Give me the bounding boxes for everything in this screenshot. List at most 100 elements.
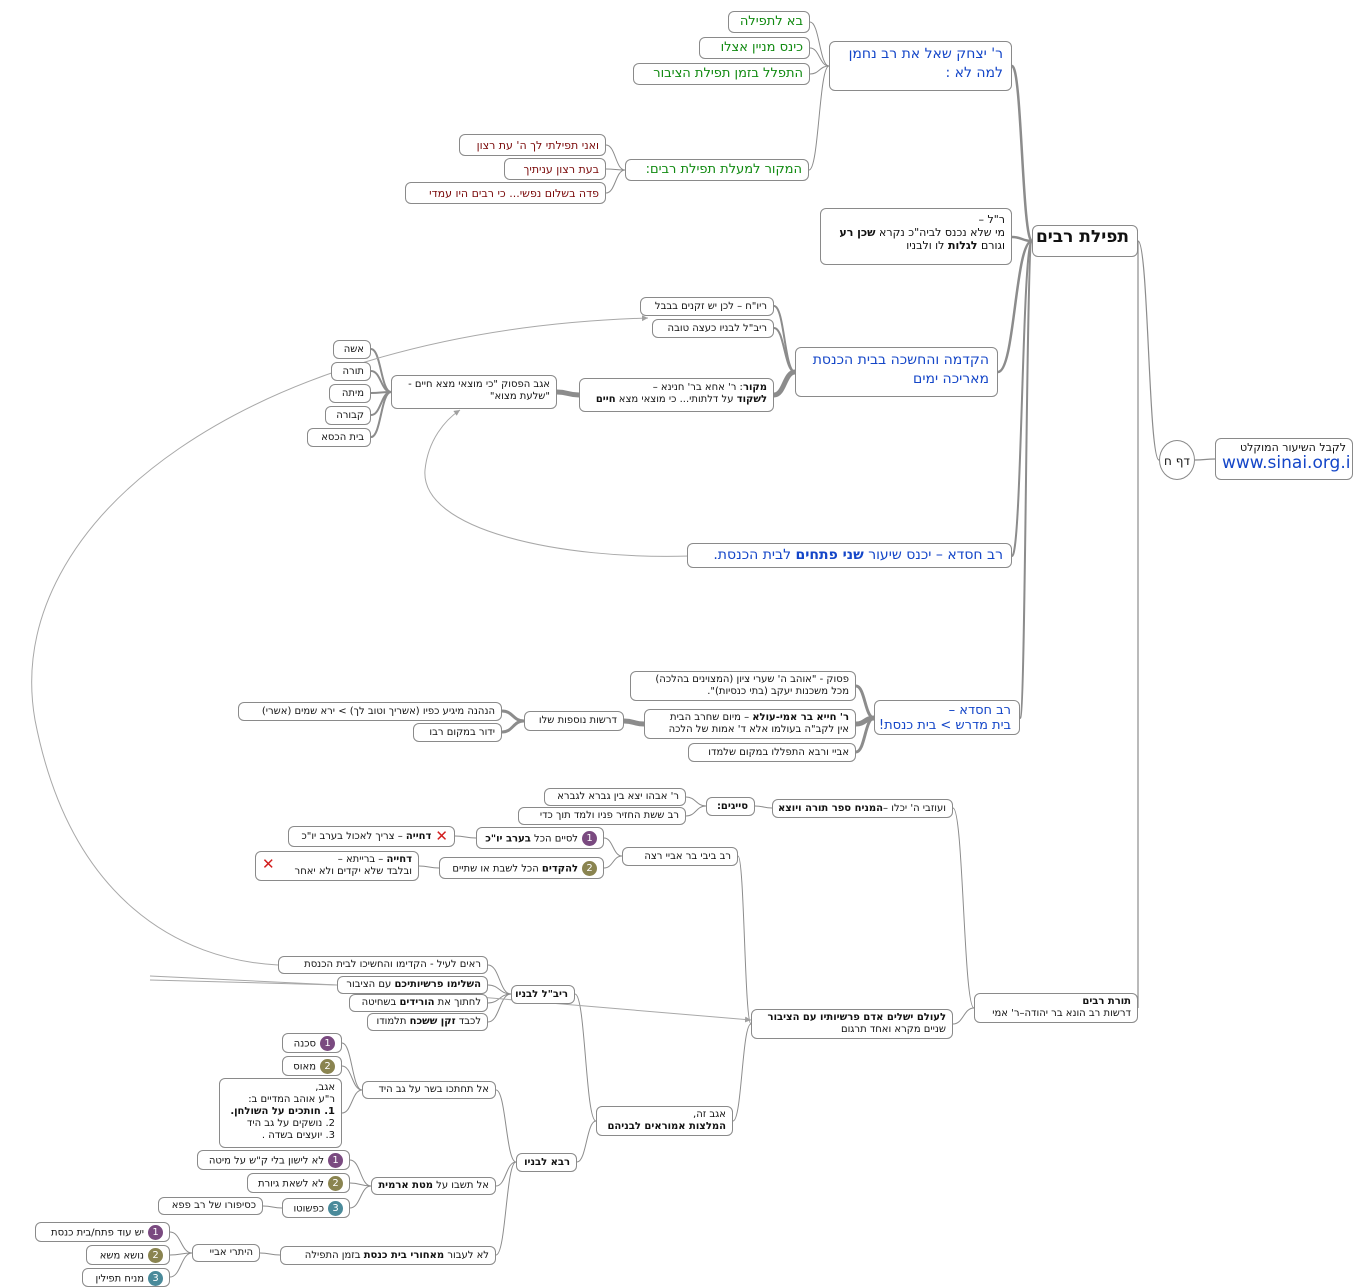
- website-link[interactable]: www.sinai.org.il: [1222, 453, 1353, 473]
- syagim-node[interactable]: סייגים:: [706, 797, 755, 816]
- yitzchak-child-2[interactable]: כינס מניין אצלו: [699, 37, 810, 59]
- note-node[interactable]: אגב, ר"ע אוהב המדיים ב: 1. חותכים על השו…: [219, 1078, 342, 1148]
- sipur-node[interactable]: כסיפורו של רב פפא: [158, 1197, 263, 1215]
- rav-chisda-beitmidrash-node[interactable]: רב חסדא –בית מדרש > בית כנסת!: [874, 700, 1020, 735]
- number-one-icon-3: 1: [328, 1153, 343, 1168]
- hakdim-node[interactable]: 2להקדים הכל לשבת או שתיים: [439, 857, 604, 879]
- basar-node[interactable]: אל תחתכו בשר על גב היד: [362, 1081, 496, 1099]
- connector-51: [341, 1065, 363, 1091]
- basar-child-2[interactable]: 2מאוס: [282, 1056, 342, 1076]
- mita-child-1[interactable]: 1לא לישון בלי ק"ש על מיטה: [197, 1150, 350, 1170]
- connector-10: [809, 65, 830, 75]
- connector-56: [262, 1205, 283, 1209]
- heteiri-child-1[interactable]: 1יש עוד פתח/בית כנסת: [35, 1222, 170, 1242]
- laavor-node[interactable]: לא לעבור מאחורי בית כנסת בזמן התפילה: [280, 1246, 496, 1265]
- connector-42: [576, 1120, 597, 1163]
- connector-39: [454, 835, 477, 839]
- drashot-node[interactable]: דרשות נוספות שלו: [524, 711, 624, 731]
- connector-57: [259, 1252, 281, 1256]
- connector-29: [501, 719, 525, 734]
- syagim-child-2[interactable]: רב ששת החזיר פניו ולמד תוך כדי: [518, 807, 686, 825]
- agav-child-2[interactable]: תורה: [331, 362, 371, 381]
- connector-28: [501, 709, 525, 723]
- hakdama-child-1[interactable]: ריו"ח – לכן יש זקנים בבבל: [640, 297, 774, 316]
- agav-child-1[interactable]: אשה: [333, 340, 371, 359]
- root-topic[interactable]: תפילת רבים: [1032, 225, 1138, 257]
- rav-bibi-node[interactable]: רב ביבי בר אביי רצה: [622, 847, 738, 866]
- connector-6: [1194, 458, 1216, 461]
- rivl-child-4[interactable]: לכבד זקן ששכח תלמודו: [367, 1013, 488, 1031]
- chiya-node[interactable]: ר' חייא בר אמי-עולא – מיום שחרב הבית אין…: [644, 709, 856, 739]
- connector-62: [424, 409, 691, 557]
- rivl-node[interactable]: ריב"ל לבניו: [511, 985, 575, 1004]
- rivl-child-1[interactable]: ראים לעיל - הקדימו והחשיכו לבית הכנסת: [278, 956, 488, 974]
- connector-41: [574, 993, 597, 1122]
- basar-child-1[interactable]: 1סכנה: [282, 1033, 342, 1053]
- red-x-icon: ✕: [435, 827, 448, 845]
- pasuk-node[interactable]: פסוק - "אוהב ה' שערי ציון (המצוינים בהלכ…: [630, 671, 856, 701]
- rav-chisda-gates-node[interactable]: רב חסדא – יכנס שיעור שני פתחים לבית הכנס…: [687, 543, 1012, 568]
- heteiri-child-3[interactable]: 3מניח תפילין: [82, 1268, 170, 1287]
- connector-3: [1011, 240, 1033, 557]
- agav-amoraim-node[interactable]: אגב זה,המלצות אמוראים לבניהם: [596, 1106, 733, 1136]
- mita-child-2[interactable]: 2לא לשאת גיורת: [247, 1173, 350, 1193]
- connector-58: [169, 1231, 193, 1254]
- connector-32: [754, 805, 773, 809]
- connector-15: [773, 305, 796, 373]
- abaye-rava-node[interactable]: אביי ורבא התפללו במקום שלמדו: [688, 743, 856, 762]
- agav-pasuk-node[interactable]: אגב הפסוק "כי מוצאי מצא חיים -"שלעת מצוא…: [391, 375, 557, 409]
- connector-43: [487, 964, 512, 995]
- connector-37: [603, 837, 623, 857]
- connector-50: [341, 1042, 363, 1091]
- agav-child-5[interactable]: בית הכסא: [307, 428, 371, 447]
- rava-node[interactable]: רבא לבניו: [516, 1153, 577, 1172]
- connector-33: [685, 796, 707, 807]
- connector-60: [169, 1252, 193, 1278]
- makor-acha-node[interactable]: מקור: ר' אחא בר' חנינא – לשקוד על דלתותי…: [579, 378, 774, 412]
- makor-node[interactable]: המקור למעלת תפילת רבים:: [625, 159, 809, 181]
- makor-child-2[interactable]: בעת רצון עניתיך: [504, 158, 606, 180]
- website-node[interactable]: לקבל השיעור המוקלט www.sinai.org.il: [1215, 438, 1353, 480]
- yitzchak-child-3[interactable]: התפלל בזמן תפילת הציבור: [633, 63, 810, 85]
- daf-node[interactable]: דף ח: [1159, 440, 1195, 480]
- heteiri-child-2[interactable]: 2נושא משא: [86, 1245, 170, 1265]
- connector-48: [495, 1161, 517, 1187]
- makor-child-1[interactable]: ואני תפילתי לך ה' עת רצון: [459, 134, 606, 156]
- makor-child-3[interactable]: פדה בשלום נפשי... כי רבים היו עמדי: [405, 182, 606, 204]
- dchiya1-node[interactable]: ✕דחייה – צריך לאכול בערב יו"כ: [288, 826, 455, 847]
- connector-40: [418, 865, 440, 869]
- reish-lakish-node[interactable]: ר"ל – מי שלא נכנס לביה"כ נקרא שכן רע וגו…: [820, 208, 1012, 265]
- ozvei-node[interactable]: ועוזבי ה' יכלו –המניח ספר תורה ויוצא: [772, 799, 953, 818]
- connector-5: [1137, 240, 1160, 461]
- connector-64: [149, 979, 338, 986]
- dchiya2-node[interactable]: ✕ דחייה – ברייתא – ובלבד שלא יקדים ולא י…: [255, 851, 419, 881]
- agav-child-3[interactable]: מיתה: [329, 384, 371, 403]
- mita-child-3[interactable]: 3כפשוטו: [282, 1198, 350, 1218]
- connector-17: [773, 369, 796, 398]
- connector-38: [603, 855, 623, 869]
- drashot-child-1[interactable]: הנהנה מיגיע כפיו (אשריך וטוב לך) > ירא ש…: [238, 702, 502, 721]
- connector-14: [605, 169, 626, 194]
- connector-52: [341, 1089, 363, 1114]
- rivl-child-3[interactable]: לחתוך את הורידים בשחיטה: [349, 994, 488, 1012]
- connector-30: [952, 807, 975, 1009]
- drashot-child-2[interactable]: ידור במקום רבו: [413, 723, 502, 742]
- rivl-child-2[interactable]: השלימו פרשיותיכם עם הציבור: [337, 976, 488, 994]
- hakdama-child-2[interactable]: ריב"ל לבניו כעצה טובה: [652, 319, 774, 338]
- siyem-node[interactable]: 1לסיים הכל בערב יו"כ: [476, 827, 604, 849]
- connector-4: [1019, 240, 1033, 719]
- mita-node[interactable]: אל תשבו על מטת ארמית: [371, 1177, 496, 1195]
- connector-2: [997, 239, 1033, 374]
- connector-9: [809, 47, 830, 67]
- connector-34: [685, 805, 707, 817]
- connector-55: [349, 1185, 372, 1209]
- syagim-child-1[interactable]: ר' אבהו יצא בין גברא לגברא: [544, 788, 686, 806]
- yitzchak-child-1[interactable]: בא לתפילה: [728, 11, 810, 33]
- heteiri-node[interactable]: היתרי אביי: [192, 1244, 260, 1262]
- agav-child-4[interactable]: קבורה: [325, 406, 371, 425]
